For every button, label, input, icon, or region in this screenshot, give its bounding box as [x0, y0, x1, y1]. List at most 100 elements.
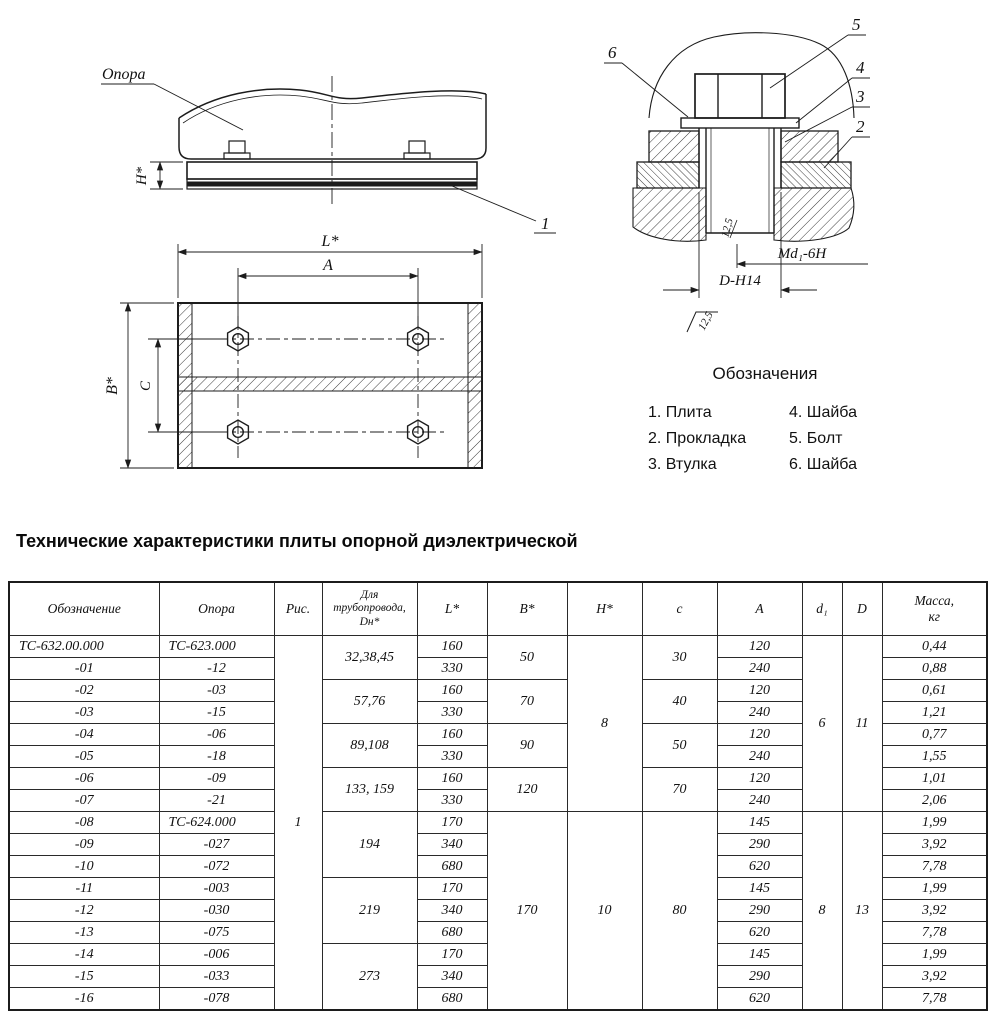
dim-label-l: L* [321, 233, 339, 250]
legend-item-gasket: 2. Прокладка [648, 430, 747, 447]
table-cell: 80 [641, 811, 718, 1011]
table-cell: 145 [716, 811, 803, 834]
table-cell: 170 [416, 943, 488, 966]
table-cell: 120 [716, 635, 803, 658]
table-cell: -15 [158, 701, 275, 724]
table-cell: -07 [8, 789, 160, 812]
table-cell: ТС-624.000 [158, 811, 275, 834]
table-cell: -11 [8, 877, 160, 900]
table-cell: 620 [716, 855, 803, 878]
dim-label-h: H* [134, 166, 150, 186]
table-cell: 8 [566, 635, 643, 812]
table-cell: 13 [841, 811, 883, 1011]
section-view-drawing [604, 32, 870, 333]
column-header-L: L* [416, 581, 488, 636]
table-cell: -12 [8, 899, 160, 922]
table-cell: -18 [158, 745, 275, 768]
table-cell: 240 [716, 745, 803, 768]
table-cell: 7,78 [881, 921, 988, 944]
dim-label-c: C [138, 380, 154, 391]
table-cell: 89,108 [321, 723, 418, 768]
plan-view-drawing [120, 244, 483, 469]
table-cell: -072 [158, 855, 275, 878]
table-cell: 620 [716, 921, 803, 944]
table-cell: 680 [416, 855, 488, 878]
table-cell: 1,99 [881, 811, 988, 834]
legend-title: Обозначения [712, 364, 818, 383]
table-cell: 160 [416, 679, 488, 702]
table-cell: 340 [416, 899, 488, 922]
table-cell: -05 [8, 745, 160, 768]
column-header-pipeline-dn: Для трубопровода, Dн* [321, 581, 418, 636]
table-cell: ТС-623.000 [158, 635, 275, 658]
table-cell: 680 [416, 921, 488, 944]
table-cell: -12 [158, 657, 275, 680]
table-cell: -075 [158, 921, 275, 944]
table-cell: -03 [8, 701, 160, 724]
table-cell: 170 [416, 877, 488, 900]
legend-item-washer-6: 6. Шайба [789, 456, 857, 473]
table-cell: -09 [158, 767, 275, 790]
table-cell: 273 [321, 943, 418, 1011]
table-cell: 70 [486, 679, 568, 724]
table-cell: 194 [321, 811, 418, 878]
table-cell: 620 [716, 987, 803, 1011]
table-cell: -15 [8, 965, 160, 988]
table-cell: 70 [641, 767, 718, 812]
thread-designation: Md₁-6H [777, 246, 828, 262]
support-label: Опора [102, 66, 146, 83]
table-cell: 3,92 [881, 899, 988, 922]
table-cell: 1,99 [881, 877, 988, 900]
table-cell: 90 [486, 723, 568, 768]
table-cell: 57,76 [321, 679, 418, 724]
table-cell: 340 [416, 833, 488, 856]
callout-3-bushing: 3 [855, 87, 865, 106]
table-cell: 120 [716, 723, 803, 746]
column-header-figure: Рис. [273, 581, 323, 636]
dim-label-a: A [322, 257, 333, 274]
table-cell: 160 [416, 723, 488, 746]
table-cell: 8 [801, 811, 843, 1011]
callout-4-washer: 4 [856, 58, 865, 77]
table-cell: 1,99 [881, 943, 988, 966]
legend-item-bolt: 5. Болт [789, 430, 843, 447]
table-cell: 1,21 [881, 701, 988, 724]
table-cell: 1,55 [881, 745, 988, 768]
table-cell: 170 [486, 811, 568, 1011]
table-cell: 145 [716, 877, 803, 900]
table-cell: 10 [566, 811, 643, 1011]
table-cell: -21 [158, 789, 275, 812]
table-cell: 11 [841, 635, 883, 812]
callout-2-gasket: 2 [856, 117, 865, 136]
column-header-d1: d₁ [801, 581, 843, 636]
table-cell: -027 [158, 833, 275, 856]
callout-5-bolt: 5 [852, 15, 861, 34]
table-cell: 133, 159 [321, 767, 418, 812]
legend: Обозначения 1. Плита 2. Прокладка 3. Вту… [600, 364, 930, 478]
table-cell: 680 [416, 987, 488, 1011]
table-cell: -09 [8, 833, 160, 856]
table-cell: 160 [416, 635, 488, 658]
column-header-D: D [841, 581, 883, 636]
hole-designation: D-H14 [718, 273, 761, 289]
table-cell: -02 [8, 679, 160, 702]
table-cell: ТС-632.00.000 [8, 635, 160, 658]
column-header-B: B* [486, 581, 568, 636]
column-header-mass: Масса, кг [881, 581, 988, 636]
table-cell: 0,44 [881, 635, 988, 658]
table-cell: -01 [8, 657, 160, 680]
column-header-H: H* [566, 581, 643, 636]
table-cell: -14 [8, 943, 160, 966]
table-cell: 50 [641, 723, 718, 768]
table-cell: -06 [8, 767, 160, 790]
